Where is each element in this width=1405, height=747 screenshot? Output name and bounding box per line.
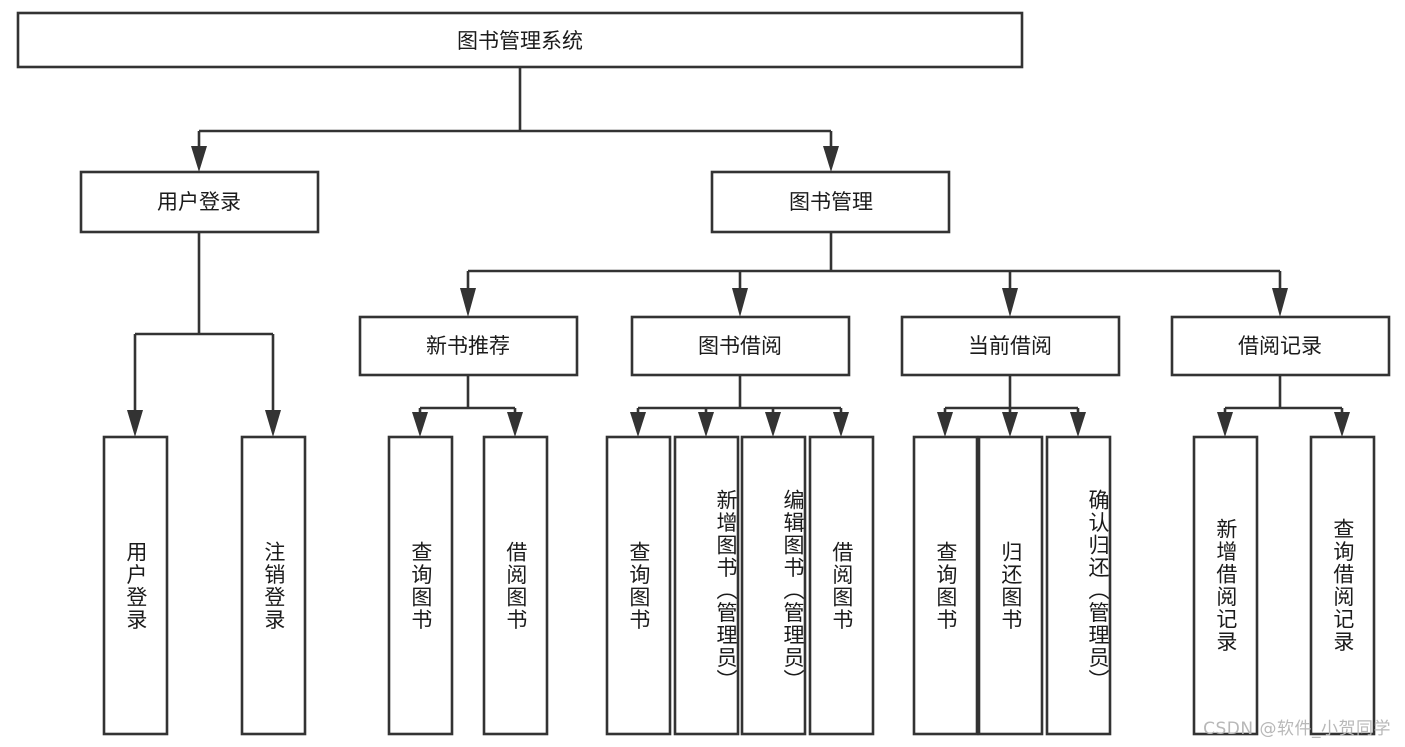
leaf-return-book-box[interactable] <box>977 435 1044 736</box>
arrow-to-leaf-user-login <box>127 410 143 437</box>
arrow-to-leaf-query-book-2 <box>630 412 646 437</box>
leaf-query-book-1-box[interactable] <box>387 435 454 736</box>
node-borrow-record-label: 借阅记录 <box>1238 334 1322 358</box>
node-user-login[interactable]: 用户登录 <box>79 170 320 234</box>
node-book-manage-box[interactable] <box>710 170 951 234</box>
edges-new-book-to-leaves <box>412 375 523 437</box>
arrow-to-leaf-edit-book <box>765 412 781 437</box>
node-new-book-recommend[interactable]: 新书推荐 <box>358 315 579 377</box>
edges-current-borrow-to-leaves <box>937 375 1086 437</box>
leaf-edit-book-box[interactable] <box>740 435 807 736</box>
node-book-borrow-label: 图书借阅 <box>698 334 782 358</box>
node-root[interactable]: 图书管理系统 <box>16 11 1024 69</box>
arrow-to-leaf-borrow-book-1 <box>507 412 523 437</box>
leaf-borrow-book-2-box[interactable] <box>808 435 875 736</box>
edges-user-login-to-leaves <box>127 232 281 437</box>
leaf-query-book-2-box[interactable] <box>605 435 672 736</box>
leaf-boxes <box>102 435 1376 736</box>
arrow-to-borrow-record <box>1272 288 1288 317</box>
leaf-confirm-return-box[interactable] <box>1045 435 1112 736</box>
node-book-borrow[interactable]: 图书借阅 <box>630 315 851 377</box>
csdn-watermark: CSDN @软件_小贺同学 <box>1203 719 1391 739</box>
node-book-borrow-box[interactable] <box>630 315 851 377</box>
edges-borrow-record-to-leaves <box>1217 375 1350 437</box>
node-current-borrow[interactable]: 当前借阅 <box>900 315 1121 377</box>
node-root-box[interactable] <box>16 11 1024 69</box>
arrow-to-leaf-add-record <box>1217 412 1233 437</box>
arrow-to-book-manage <box>823 146 839 172</box>
edges-book-borrow-to-leaves <box>630 375 849 437</box>
node-user-login-box[interactable] <box>79 170 320 234</box>
arrow-to-leaf-return-book <box>1002 412 1018 437</box>
arrow-to-current-borrow <box>1002 288 1018 317</box>
node-book-manage[interactable]: 图书管理 <box>710 170 951 234</box>
node-borrow-record[interactable]: 借阅记录 <box>1170 315 1391 377</box>
arrow-to-book-borrow <box>732 288 748 317</box>
leaf-query-book-3-box[interactable] <box>912 435 979 736</box>
leaf-user-login-box[interactable] <box>102 435 169 736</box>
arrow-to-leaf-add-book <box>698 412 714 437</box>
arrow-to-leaf-query-book-1 <box>412 412 428 437</box>
arrow-to-leaf-query-book-3 <box>937 412 953 437</box>
node-book-manage-label: 图书管理 <box>789 190 873 214</box>
leaf-add-record-box[interactable] <box>1192 435 1259 736</box>
leaf-borrow-book-1-box[interactable] <box>482 435 549 736</box>
node-current-borrow-label: 当前借阅 <box>968 334 1052 358</box>
leaf-logout-login-box[interactable] <box>240 435 307 736</box>
node-new-book-recommend-box[interactable] <box>358 315 579 377</box>
edges-book-manage-to-level3 <box>460 232 1288 317</box>
arrow-to-user-login <box>191 146 207 172</box>
edges-root-to-level2 <box>191 67 839 172</box>
arrow-to-leaf-borrow-book-2 <box>833 412 849 437</box>
node-new-book-recommend-label: 新书推荐 <box>426 334 510 358</box>
arrow-to-new-book-recommend <box>460 288 476 317</box>
node-user-login-label: 用户登录 <box>157 190 241 214</box>
node-current-borrow-box[interactable] <box>900 315 1121 377</box>
node-root-label: 图书管理系统 <box>457 29 583 53</box>
arrow-to-leaf-confirm-return <box>1070 412 1086 437</box>
arrow-to-leaf-query-record <box>1334 412 1350 437</box>
leaf-add-book-box[interactable] <box>673 435 740 736</box>
node-borrow-record-box[interactable] <box>1170 315 1391 377</box>
leaf-query-record-box[interactable] <box>1309 435 1376 736</box>
arrow-to-leaf-logout-login <box>265 410 281 437</box>
